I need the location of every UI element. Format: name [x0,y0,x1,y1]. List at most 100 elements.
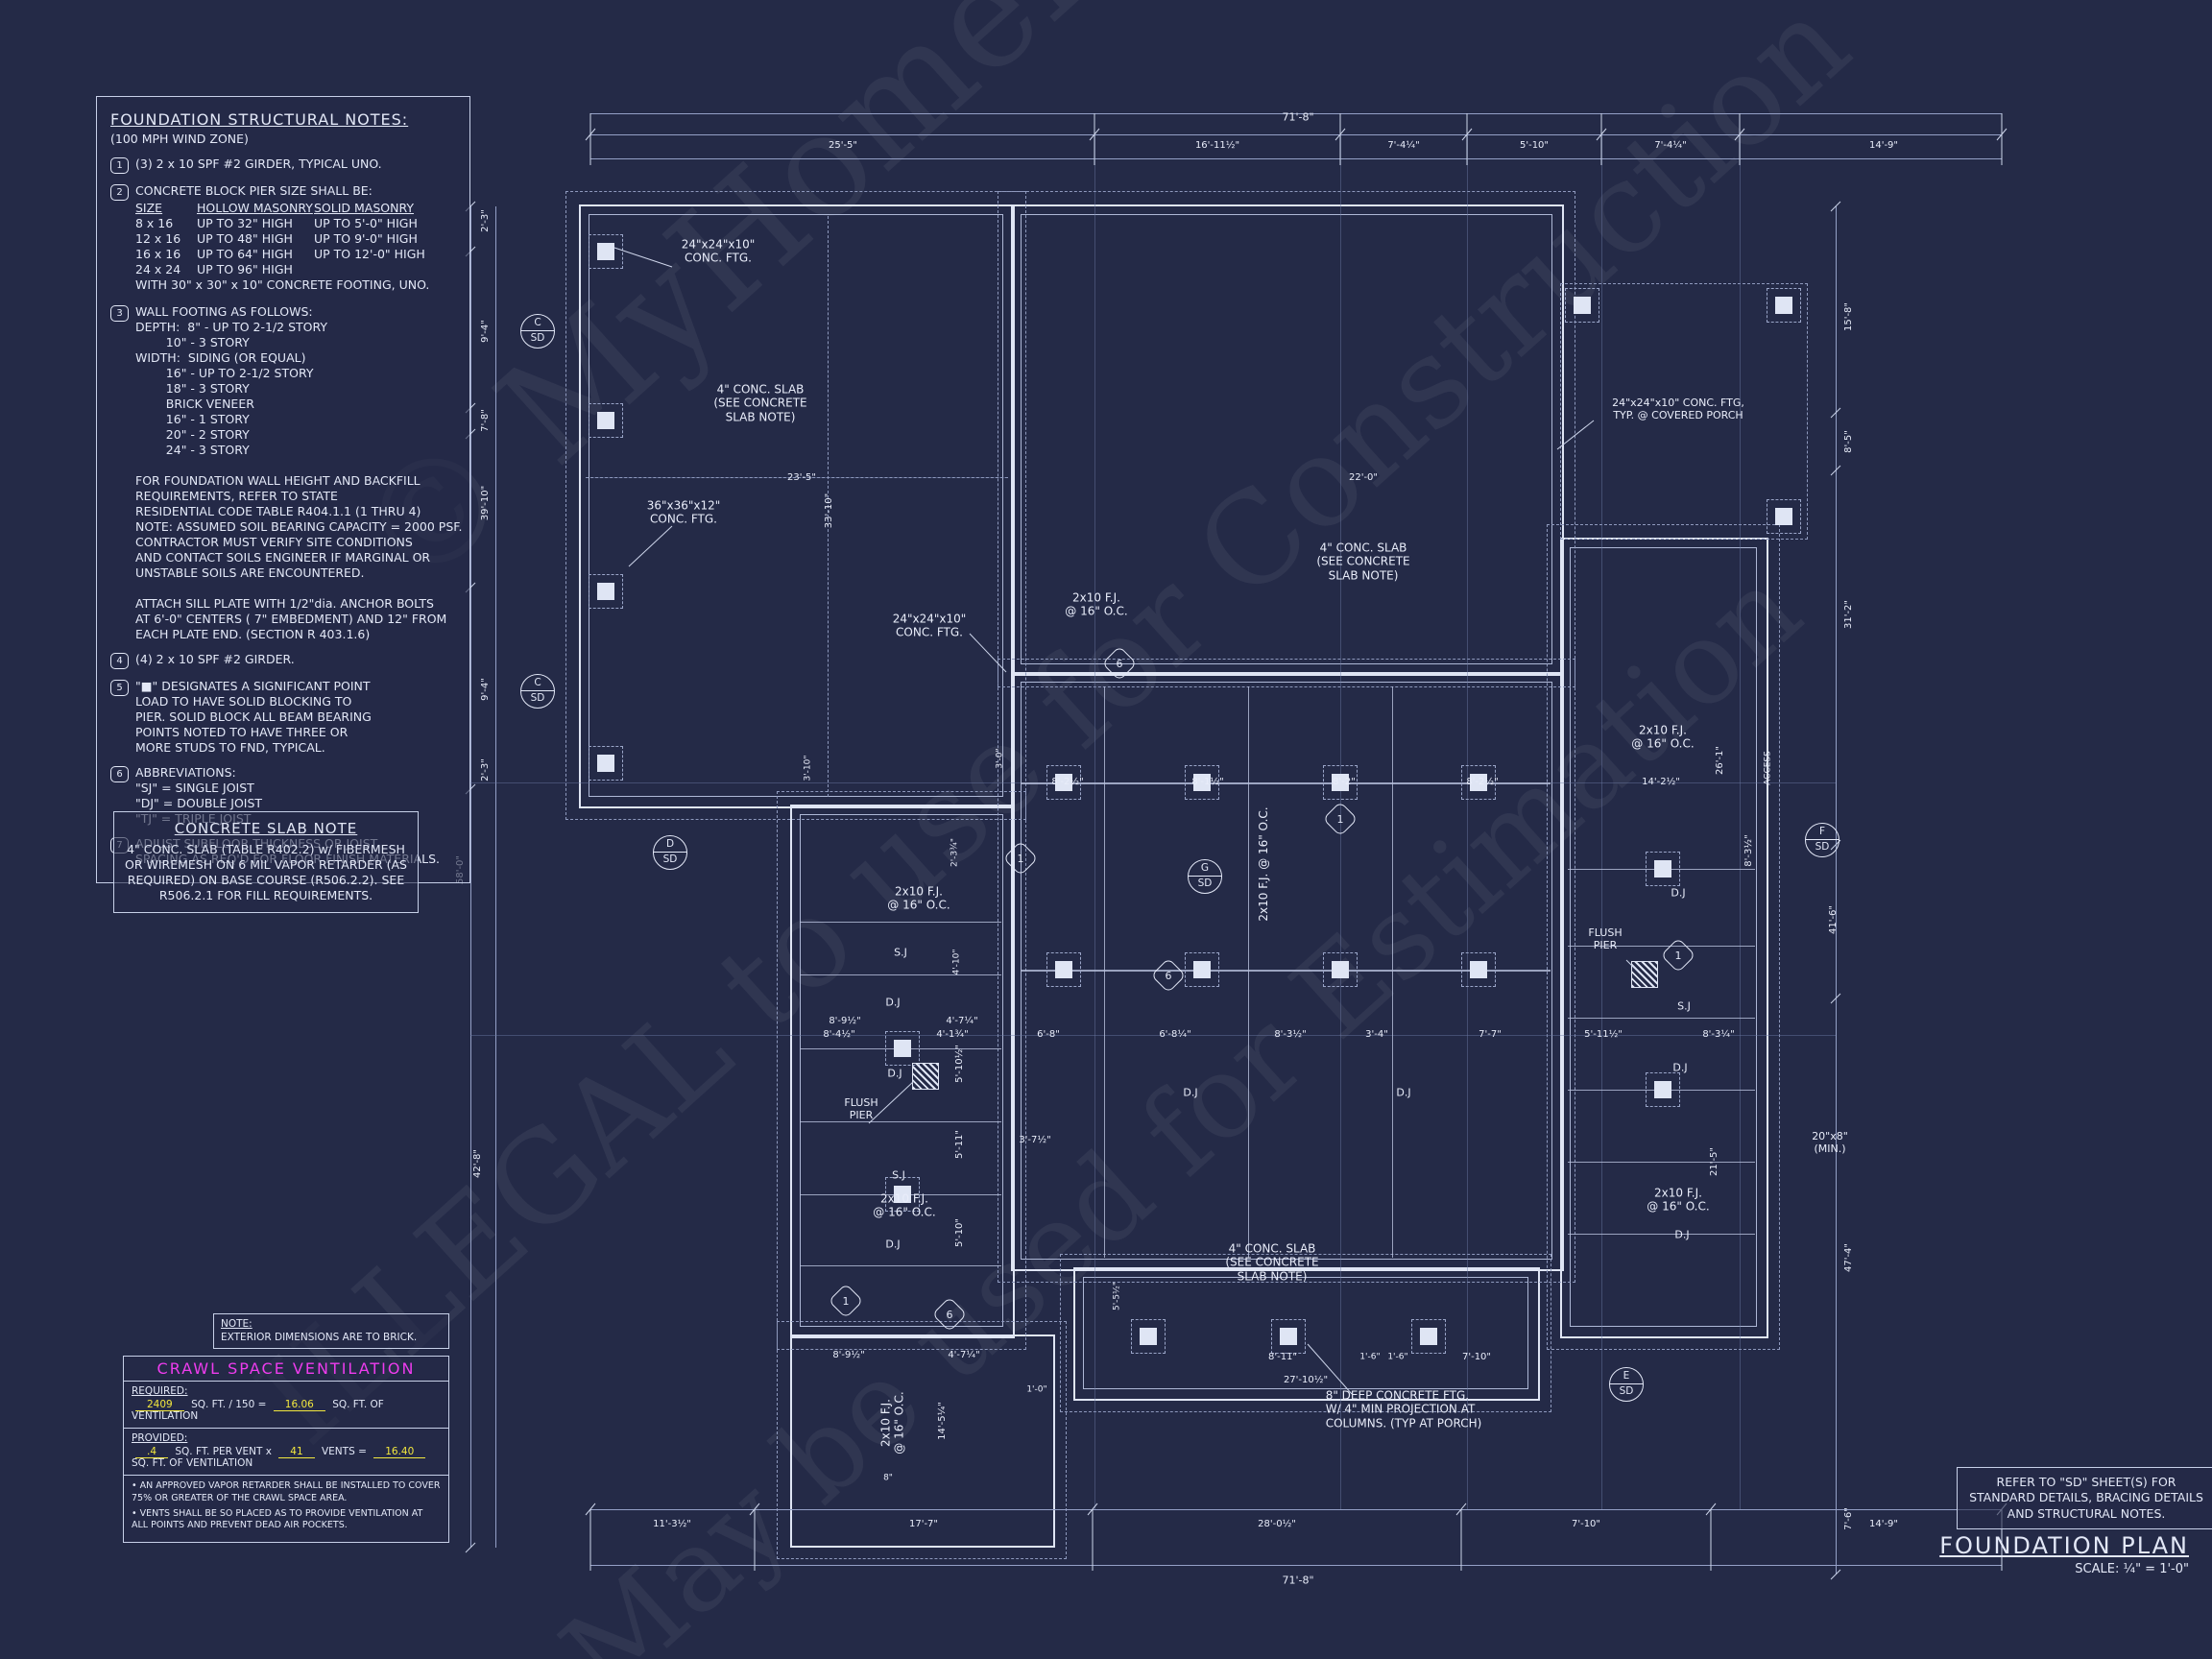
footing-dashed-outline [565,191,1026,820]
plan-line [1568,946,1755,947]
pier-table-header: SIZE [135,201,163,216]
plan-line [1568,1234,1755,1235]
plan-annotation: 28'-0½" [1258,1519,1296,1529]
plan-line [589,746,623,781]
foundation-wall [1011,672,1564,1271]
plan-annotation: 8'-11" [1267,1352,1298,1362]
plan-line [1280,1328,1297,1345]
pier-table-cell: UP TO 64" HIGH [197,247,293,262]
notes-title: FOUNDATION STRUCTURAL NOTES: [110,110,409,129]
plan-annotation: 5'-10" [1519,140,1550,151]
crawl-required-vent-value: 16.06 [273,1399,325,1411]
girder-hex-marker: 1 [1660,937,1696,974]
plan-annotation: S.J [1677,999,1691,1013]
plan-annotation: 8'-2" [1333,777,1356,787]
plan-annotation: 1'-6" [1359,1352,1381,1362]
crawl-provided-mid2: VENTS = [321,1446,367,1457]
plan-line [1392,686,1393,1258]
plan-line [1767,499,1801,534]
foundation-wall [790,805,1015,1338]
crawl-provided-mid1: SQ. FT. PER VENT x [175,1446,272,1457]
plan-line [589,234,623,269]
plan-annotation: 2x10 F.J. @ 16" O.C. [1631,723,1695,751]
plan-annotation: 36"x36"x12" CONC. FTG. [646,498,721,526]
plan-line [597,412,614,429]
plan-line [1094,134,1095,1509]
plan-line [1775,297,1792,314]
plan-line [1271,1319,1306,1354]
plan-line [1055,961,1072,978]
plan-line [1470,774,1487,791]
plan-line [800,922,1001,923]
note-number: 2 [110,184,129,202]
crawl-required-label: REQUIRED: [132,1385,188,1397]
plan-line [894,1040,911,1057]
plan-annotation: 71'-8" [1282,1574,1314,1587]
plan-annotation: 4'-1¾" [936,1029,969,1040]
plan-line [800,1265,1001,1266]
crawl-bullets: • AN APPROVED VAPOR RETARDER SHALL BE IN… [124,1476,448,1542]
crawl-space-ventilation-box: CRAWL SPACE VENTILATION REQUIRED: 2409 S… [123,1356,449,1544]
plan-annotation: D.J [1671,886,1686,900]
plan-line [597,755,614,772]
plan-line [590,113,2002,114]
plan-line [1185,952,1219,987]
crawl-provided-end: SQ. FT. OF VENTILATION [132,1457,253,1469]
plan-annotation: 2x10 F.J. @ 16" O.C. [887,884,950,912]
plan-annotation: 22'-0" [1348,472,1379,483]
note-number: 4 [110,653,129,670]
plan-line [590,1565,2002,1566]
plan-annotation: D.J [1674,1228,1690,1241]
note-item: 4(4) 2 x 10 SPF #2 GIRDER. [110,652,458,670]
plan-annotation: 1'-6" [1387,1352,1408,1362]
crawl-required-area-value: 2409 [135,1399,184,1411]
plan-annotation: 4'-7¼" [946,1016,978,1026]
foundation-wall [579,204,1015,808]
plan-annotation: 8" [883,1473,893,1483]
plan-annotation: 5'-11½" [1584,1029,1623,1040]
pier-table-cell: UP TO 96" HIGH [197,262,293,277]
plan-annotation: 14'-2½" [1642,777,1680,787]
crawl-provided-vent-value: 16.40 [373,1446,426,1458]
plan-annotation: 2x10 F.J. @ 16" O.C. [1647,1186,1710,1214]
girder-hex-marker: 1 [1322,801,1358,837]
pier-table-cell: UP TO 48" HIGH [197,231,293,247]
crawl-required-section: REQUIRED: 2409 SQ. FT. / 150 = 16.06 SQ.… [124,1382,448,1429]
title-block: FOUNDATION PLAN SCALE: ¼" = 1'-0" [1872,1532,2189,1576]
plan-annotation: 2x10 F.J. @ 16" O.C. [873,1191,936,1219]
plan-line [1193,961,1211,978]
plan-line [894,1186,911,1203]
flush-pier-hatch [912,1063,939,1090]
note-box-title: NOTE: [221,1318,252,1330]
plan-line [1574,297,1591,314]
plan-line [1021,970,1551,972]
plan-line [1601,134,1602,1509]
plan-annotation: 3'-4" [1365,1029,1388,1040]
slab-note-body: 4" CONC. SLAB (TABLE R402.2) w/ FIBERMES… [125,841,407,903]
footing-dashed-outline [777,1321,1067,1559]
plan-annotation: 7'-10" [1461,1352,1492,1362]
pier-table-cell: UP TO 12'-0" HIGH [314,247,425,262]
crawl-title: CRAWL SPACE VENTILATION [124,1357,448,1382]
pier-table-cell: 16 x 16 [135,247,181,262]
plan-line [885,1031,920,1066]
plan-line [597,583,614,600]
plan-line [1083,1277,1528,1389]
note-box-body: EXTERIOR DIMENSIONS ARE TO BRICK. [221,1331,418,1343]
plan-annotation: 8'-1½" [1191,777,1224,787]
plan-line [1740,134,1741,1509]
plan-line [1568,1018,1755,1019]
plan-line [1140,1328,1157,1345]
plan-annotation: 20"x8" (MIN.) [1812,1129,1848,1155]
plan-line [800,974,1001,975]
plan-annotation: 4'-7¼" [948,1350,980,1360]
footing-dashed-outline [1547,524,1780,1350]
footing-dashed-outline [998,191,1575,687]
plan-line [1021,782,1551,784]
